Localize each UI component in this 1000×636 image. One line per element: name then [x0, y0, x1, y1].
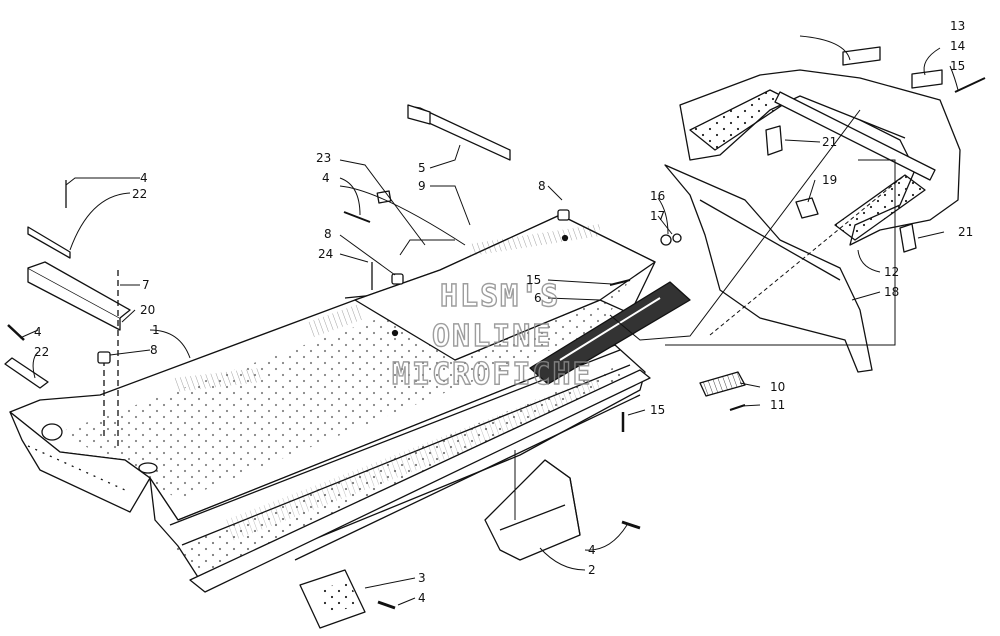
callout-4: 4 — [140, 171, 148, 185]
bumper-crossbar — [774, 91, 936, 181]
watermark: HLSM'S ONLINE MICROFICHE — [391, 278, 593, 392]
rear-bumper-assembly — [660, 46, 986, 373]
callout-4: 4 — [418, 591, 426, 605]
callout-7: 7 — [142, 278, 150, 292]
callout-4: 4 — [588, 543, 596, 557]
watermark-line-2: ONLINE — [432, 319, 552, 354]
callout-17: 17 — [650, 209, 665, 223]
rivet-4-plate — [377, 600, 396, 610]
reflector-10 — [699, 371, 746, 397]
decal-14 — [911, 69, 943, 89]
hitch-boss — [41, 423, 63, 441]
callout-9: 9 — [418, 179, 426, 193]
tunnel-front-lip — [9, 411, 151, 513]
clip-21-lower — [899, 223, 917, 253]
watermark-line-1: HLSM'S — [440, 279, 560, 314]
callout-labels: 4 22 7 20 1 8 4 22 23 4 8 24 5 9 8 15 6 … — [34, 19, 973, 605]
washer-17 — [672, 233, 682, 243]
callout-8: 8 — [150, 343, 158, 357]
rivet-4-top — [343, 211, 371, 223]
callout-4: 4 — [322, 171, 330, 185]
tunnel-decal-stripe — [529, 281, 691, 385]
rivet-4-bracket — [621, 520, 641, 530]
rear-flap-18 — [664, 164, 873, 373]
callout-11: 11 — [770, 398, 785, 412]
callout-16: 16 — [650, 189, 665, 203]
bumper-8a — [97, 351, 111, 364]
callout-10: 10 — [770, 380, 785, 394]
bracket-20 — [27, 267, 121, 331]
clip-21-upper — [765, 125, 783, 156]
bracket-22-upper — [27, 226, 71, 259]
callout-1: 1 — [152, 323, 160, 337]
callout-22: 22 — [132, 187, 147, 201]
callout-15: 15 — [526, 273, 541, 287]
bumper-right-step — [834, 174, 926, 241]
callout-8: 8 — [538, 179, 546, 193]
callout-13: 13 — [950, 19, 965, 33]
callout-6: 6 — [534, 291, 542, 305]
callout-3: 3 — [418, 571, 426, 585]
tunnel-assembly — [9, 214, 691, 593]
callout-21: 21 — [958, 225, 973, 239]
callout-4: 4 — [34, 325, 42, 339]
watermark-line-3: MICROFICHE — [392, 357, 593, 392]
callout-20: 20 — [140, 303, 155, 317]
callout-22: 22 — [34, 345, 49, 359]
callout-15: 15 — [950, 59, 965, 73]
callout-21: 21 — [822, 135, 837, 149]
callout-24: 24 — [318, 247, 333, 261]
callout-8: 8 — [324, 227, 332, 241]
callout-2: 2 — [588, 563, 596, 577]
callout-12: 12 — [884, 265, 899, 279]
callout-23: 23 — [316, 151, 331, 165]
bumper-8b — [391, 273, 404, 285]
bumper-8c — [557, 209, 570, 221]
bracket-22-lower — [4, 357, 49, 389]
screw-15-top — [954, 77, 986, 93]
callout-15: 15 — [650, 403, 665, 417]
callout-5: 5 — [418, 161, 426, 175]
nut-16 — [660, 234, 672, 246]
callout-18: 18 — [884, 285, 899, 299]
tunnel-rail — [189, 369, 651, 593]
callout-19: 19 — [822, 173, 837, 187]
decal-23 — [376, 190, 392, 204]
clip-19 — [795, 197, 819, 219]
callout-14: 14 — [950, 39, 965, 53]
decal-13 — [842, 46, 881, 66]
heat-shield-bar — [407, 104, 431, 125]
bolt-15-mid — [609, 279, 631, 286]
